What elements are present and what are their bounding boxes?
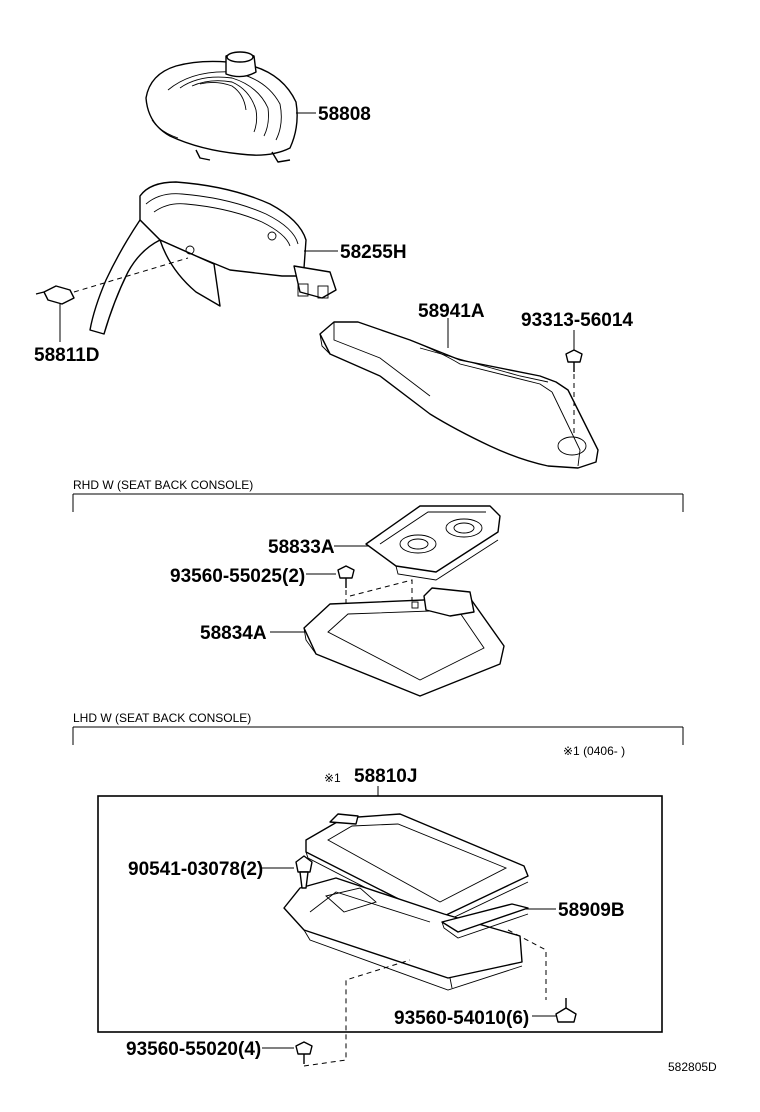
part-number-58909B: 58909B	[558, 900, 625, 921]
shift-housing-58255H	[89, 181, 337, 335]
diagram-reference: 582805D	[668, 1060, 717, 1074]
dashed-55020	[303, 959, 411, 1067]
shift-boot-58808	[145, 51, 298, 163]
clip-58811D	[35, 285, 75, 305]
part-number-93313-56014: 93313-56014	[521, 310, 633, 331]
part-number-93560-54010: 93560-54010(6)	[394, 1008, 529, 1029]
lhd-section-bracket	[72, 726, 684, 745]
assembly-frame-58810J	[97, 795, 663, 1033]
screw-93560-55025	[337, 565, 355, 588]
range-note: ※1 (0406- )	[563, 744, 625, 758]
part-number-93560-55020: 93560-55020(4)	[126, 1039, 261, 1060]
plate-58909B	[441, 903, 529, 939]
screw-93313-56014	[565, 349, 583, 372]
part-number-58833A: 58833A	[268, 537, 335, 558]
part-number-58808: 58808	[318, 104, 371, 125]
part-number-90541-03078: 90541-03078(2)	[128, 859, 263, 880]
lhd-section-label: LHD W (SEAT BACK CONSOLE)	[73, 711, 251, 725]
part-number-58941A: 58941A	[418, 301, 485, 322]
rhd-section-bracket	[72, 493, 684, 512]
part-number-58811D: 58811D	[34, 345, 100, 366]
dashed-54010	[507, 929, 547, 1000]
console-58941A	[319, 321, 599, 469]
screw-93560-54010	[555, 998, 577, 1023]
screw-93560-55020	[295, 1041, 313, 1064]
part-number-58255H: 58255H	[340, 242, 407, 263]
rhd-section-label: RHD W (SEAT BACK CONSOLE)	[73, 478, 253, 492]
dashed-58811D	[73, 257, 189, 293]
part-number-58834A: 58834A	[200, 623, 267, 644]
cup-holder-58833A	[365, 505, 501, 581]
part-number-58810J: 58810J	[354, 766, 417, 787]
frame-58834A	[303, 587, 505, 697]
part-number-93560-55025: 93560-55025(2)	[170, 566, 305, 587]
mark-58810J: ※1	[324, 771, 341, 785]
bolt-90541-03078	[295, 855, 313, 889]
